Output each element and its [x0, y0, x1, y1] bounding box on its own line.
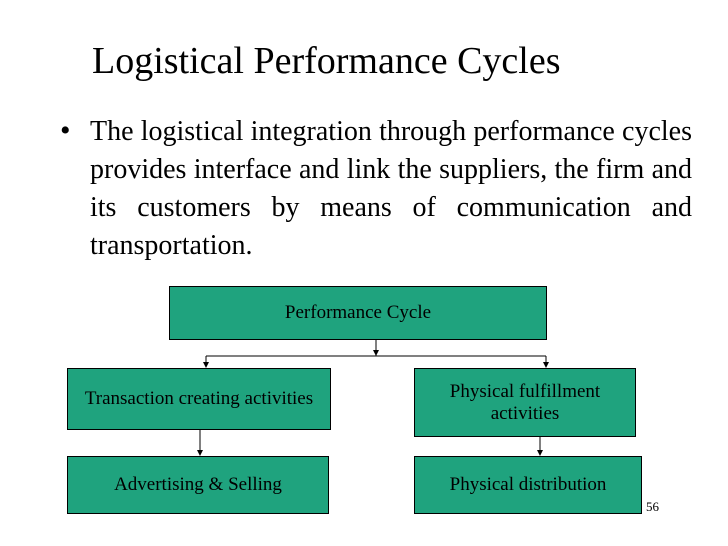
- physical-fulfillment-label: Physical fulfillment activities: [449, 380, 601, 424]
- arrowhead-left-lower: [197, 450, 203, 456]
- advertising-selling-label: Advertising & Selling: [114, 474, 282, 495]
- slide-title: Logistical Performance Cycles: [92, 40, 561, 82]
- physical-fulfillment-box: Physical fulfillment activities: [414, 368, 636, 437]
- physical-distribution-box: Physical distribution: [414, 456, 642, 514]
- physical-distribution-label: Physical distribution: [449, 474, 607, 495]
- transaction-creating-label: Transaction creating activities: [84, 388, 314, 409]
- bullet-marker: •: [60, 114, 71, 147]
- arrowhead-top: [373, 350, 379, 356]
- arrowhead-left: [203, 362, 209, 368]
- arrowhead-right: [543, 362, 549, 368]
- page-number: 56: [646, 499, 659, 514]
- performance-cycle-label: Performance Cycle: [284, 302, 432, 323]
- transaction-creating-box: Transaction creating activities: [67, 368, 331, 430]
- arrowhead-right-lower: [537, 450, 543, 456]
- bullet-text: The logistical integration through perfo…: [90, 116, 692, 261]
- advertising-selling-box: Advertising & Selling: [67, 456, 329, 514]
- performance-cycle-box: Performance Cycle: [169, 286, 547, 340]
